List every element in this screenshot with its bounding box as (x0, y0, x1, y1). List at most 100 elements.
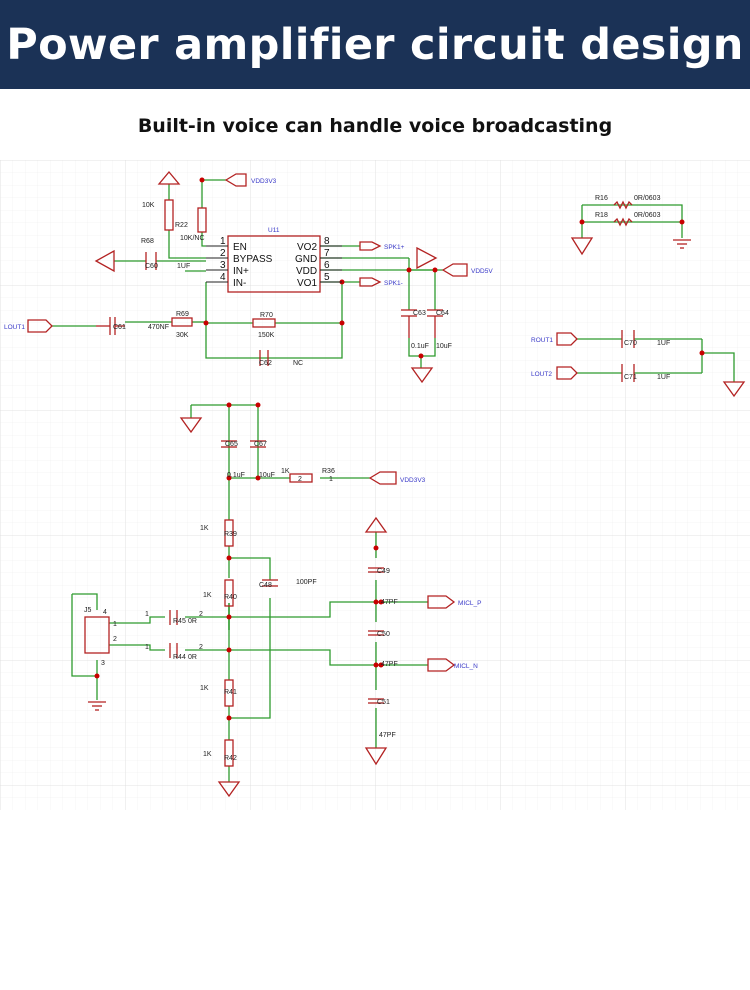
micl-n-flag-icon (427, 658, 456, 672)
ic-pin-bypass: BYPASS (233, 254, 273, 265)
lout1-flag-icon (27, 319, 53, 333)
j5-pin3: 3 (101, 660, 105, 667)
ic-pin-vdd: VDD (296, 266, 317, 277)
ic-pin-num-4: 4 (220, 272, 226, 283)
ic-pins (206, 245, 342, 283)
r44-pin2: 2 (199, 644, 203, 651)
r16-resistor (613, 200, 633, 210)
c62-value: NC (293, 360, 303, 367)
r16-ref: R16 (595, 195, 608, 202)
u11-ref: U11 (268, 227, 280, 234)
ground-triangle-mid-icon (179, 417, 203, 434)
c50-value: 47PF (381, 661, 398, 668)
ground-triangle-bottom-icon (217, 781, 241, 798)
ground-arrow-left-icon (94, 249, 115, 273)
c71-value: 1UF (657, 374, 670, 381)
ic-pin-inminus: IN- (233, 278, 246, 289)
r39-ref: R39 (224, 531, 237, 538)
r42-ref: R42 (224, 755, 237, 762)
net-micl-p: MICL_P (458, 600, 481, 607)
ground-triangle-top-icon (364, 516, 388, 533)
ic-pin-en: EN (233, 242, 247, 253)
net-lout2: LOUT2 (531, 371, 552, 378)
power-flag-icon (157, 170, 181, 185)
ic-pin-num-6: 6 (324, 260, 330, 271)
r69-resistor (171, 317, 193, 327)
r16-value: 0R/0603 (634, 195, 661, 202)
r39-value: 1K (200, 525, 209, 532)
net-rout1: ROUT1 (531, 337, 553, 344)
micl-p-flag-icon (427, 595, 456, 609)
c50-ref: C50 (377, 631, 390, 638)
r69-ref: R69 (176, 311, 189, 318)
ic-pin-vo1: VO1 (297, 278, 317, 289)
c60-value: 1UF (177, 263, 190, 270)
ic-pin-inplus: IN+ (233, 266, 249, 277)
r41-resistor (224, 679, 234, 707)
net-micl-n: MICL_N (454, 663, 478, 670)
r45-pin2: 2 (199, 611, 203, 618)
ground-symbol-right-icon (673, 239, 691, 249)
ic-pin-num-5: 5 (324, 272, 330, 283)
ground-triangle-icon (410, 367, 434, 384)
ground-triangle-right-bottom-icon (364, 747, 388, 766)
c63-ref: C63 (413, 310, 426, 317)
components (27, 170, 746, 798)
net-vdd5v: VDD5V (471, 268, 493, 275)
c71-ref: C71 (624, 374, 637, 381)
j5-pin1: 1 (113, 621, 117, 628)
c60-ref: C60 (145, 263, 158, 270)
r45-pin1: 1 (145, 611, 149, 618)
vdd5v-flag-icon (441, 263, 468, 277)
lout2-flag-icon (556, 366, 578, 380)
page-title: Power amplifier circuit design (6, 19, 744, 70)
grid-background (0, 160, 750, 810)
ic-pin-num-2: 2 (220, 248, 226, 259)
r41-value: 1K (200, 685, 209, 692)
r70-ref: R70 (260, 312, 273, 319)
c67-ref: C67 (254, 441, 267, 448)
title-banner: Power amplifier circuit design (0, 0, 750, 89)
r45-ref: R45 (173, 618, 186, 625)
c65-ref: C65 (225, 441, 238, 448)
net-vdd3v3-mid: VDD3V3 (400, 477, 426, 484)
r36-pin1: 1 (329, 476, 333, 483)
r69-value: 30K (176, 332, 189, 339)
ground-triangle-left-icon (570, 237, 594, 256)
r68-ref: R68 (141, 238, 154, 245)
r18-value: 0R/0603 (634, 212, 661, 219)
c61-ref: C61 (113, 324, 126, 331)
j5-connector (84, 616, 110, 654)
r36-value: 1K (281, 468, 290, 475)
ic-pin-num-3: 3 (220, 260, 226, 271)
r36-pin2: 2 (298, 476, 302, 483)
ic-pin-num-1: 1 (220, 236, 226, 247)
r40-resistor (224, 579, 234, 607)
r18-ref: R18 (595, 212, 608, 219)
r39-resistor (224, 519, 234, 547)
c48-ref: C48 (259, 582, 272, 589)
c51-ref: C51 (377, 699, 390, 706)
c70-ref: C70 (624, 340, 637, 347)
r44-ref: R44 (173, 654, 186, 661)
c64-ref: C64 (436, 310, 449, 317)
c70-value: 1UF (657, 340, 670, 347)
r41-ref: R41 (224, 689, 237, 696)
r22-value: 10K (142, 202, 155, 209)
c48-value: 100PF (296, 579, 317, 586)
net-spk-neg: SPK1- (384, 280, 403, 287)
r40-value: 1K (203, 592, 212, 599)
r22-nc: 10K/NC (180, 235, 205, 242)
net-lout1: LOUT1 (4, 324, 25, 331)
vdd3v3-mid-flag-icon (368, 471, 397, 485)
ic-pin-num-7: 7 (324, 248, 330, 259)
schematic-diagram: EN BYPASS IN+ IN- VO2 GND VDD VO1 1 2 3 … (0, 160, 750, 810)
r70-resistor (252, 318, 276, 328)
r36-resistor (289, 473, 313, 483)
ic-pin-gnd: GND (295, 254, 317, 265)
subtitle: Built-in voice can handle voice broadcas… (137, 115, 613, 137)
r22-nc-resistor (197, 207, 207, 233)
r44-pin1: 1 (145, 644, 149, 651)
ic-pin-num-8: 8 (324, 236, 330, 247)
c65-value: 0.1uF (227, 472, 245, 479)
